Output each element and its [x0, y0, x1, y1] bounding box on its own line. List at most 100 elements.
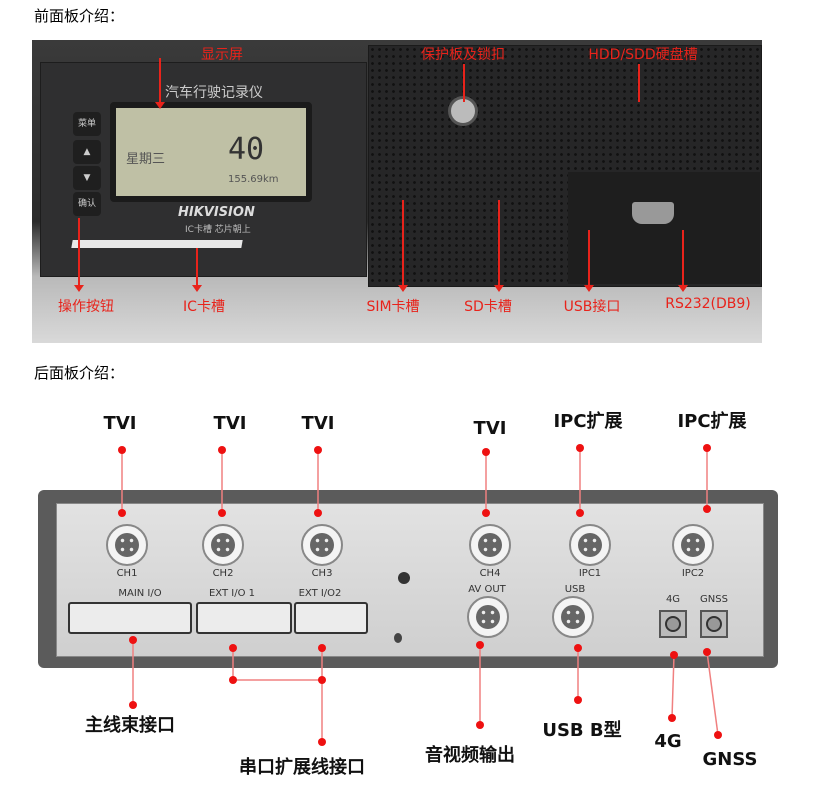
label-av-output: 音视频输出 — [425, 745, 515, 766]
callout-dot — [118, 446, 126, 454]
callout-dot — [129, 701, 137, 709]
label-rs232: RS232(DB9) — [665, 296, 751, 312]
ch4-connector — [469, 524, 511, 566]
callout-dot — [574, 644, 582, 652]
screw — [394, 633, 402, 643]
callout-dot — [314, 446, 322, 454]
label-sd: SD卡槽 — [464, 299, 512, 315]
lcd-display: 星期三 40 155.69km — [110, 102, 312, 202]
db9-port — [632, 202, 674, 224]
label-4g: 4G — [654, 731, 682, 752]
label-gnss: GNSS — [702, 749, 758, 770]
label-tvi-3: TVI — [301, 413, 335, 434]
brand-logo: HIKVISION — [178, 205, 255, 220]
label-display: 显示屏 — [201, 47, 243, 63]
label-ic: IC卡槽 — [183, 299, 225, 315]
callout-dot — [318, 676, 326, 684]
callout-dot — [482, 448, 490, 456]
label-usb-b: USB B型 — [542, 720, 622, 741]
label-ipc-ext-2: IPC扩展 — [677, 411, 747, 432]
callout-dot — [229, 644, 237, 652]
antenna-label-4g: 4G — [665, 594, 681, 605]
port-label-ch3: CH3 — [311, 568, 333, 579]
io-label-ext2: EXT I/O2 — [298, 588, 342, 599]
label-serial-ext: 串口扩展线接口 — [239, 757, 365, 778]
front-panel-heading: 前面板介绍： — [34, 7, 125, 25]
arrow — [494, 200, 504, 292]
down-button[interactable]: ▼ — [73, 166, 101, 190]
ch3-connector — [301, 524, 343, 566]
up-button[interactable]: ▲ — [73, 140, 101, 164]
main-io-port — [68, 602, 192, 634]
callout-dot — [318, 644, 326, 652]
callout-dot — [703, 505, 711, 513]
av-out-label: AV OUT — [468, 584, 506, 595]
callout-dot — [714, 731, 722, 739]
screw — [398, 572, 410, 584]
callout-dot — [314, 509, 322, 517]
arrow — [74, 218, 84, 292]
callout-dot — [576, 444, 584, 452]
callout-dot — [129, 636, 137, 644]
card-note: IC卡槽 芯片朝上 — [185, 225, 251, 235]
arrow — [678, 230, 688, 292]
label-lock: 保护板及锁扣 — [421, 47, 505, 63]
menu-button[interactable]: 菜单 — [73, 112, 101, 136]
gnss-antenna-port — [700, 610, 728, 638]
arrow — [398, 200, 408, 292]
lcd-day: 星期三 — [126, 152, 166, 167]
callout-dot — [703, 648, 711, 656]
antenna-label-gnss: GNSS — [700, 594, 728, 605]
confirm-button[interactable]: 确认 — [73, 192, 101, 216]
arrow — [638, 64, 640, 102]
callout-dot — [218, 446, 226, 454]
ipc2-connector — [672, 524, 714, 566]
label-main-harness: 主线束接口 — [85, 715, 175, 736]
label-hdd: HDD/SDD硬盘槽 — [588, 47, 698, 63]
ext-io1-port — [196, 602, 292, 634]
label-buttons: 操作按钮 — [58, 299, 114, 315]
callout-dot — [229, 676, 237, 684]
callout-dot — [218, 509, 226, 517]
rear-panel-heading: 后面板介绍： — [34, 364, 125, 382]
ipc1-connector — [569, 524, 611, 566]
port-label-ipc2: IPC2 — [681, 568, 705, 579]
callout-dot — [476, 641, 484, 649]
callout-dot — [576, 509, 584, 517]
label-sim: SIM卡槽 — [366, 299, 420, 315]
callout-dot — [703, 444, 711, 452]
ch2-connector — [202, 524, 244, 566]
callout-dot — [668, 714, 676, 722]
callout-dot — [482, 509, 490, 517]
label-tvi-2: TVI — [213, 413, 247, 434]
arrow — [155, 58, 165, 109]
callout-dot — [318, 738, 326, 746]
usb-label: USB — [564, 584, 586, 595]
callout-dot — [670, 651, 678, 659]
io-label-ext1: EXT I/O 1 — [208, 588, 256, 599]
callout-dot — [118, 509, 126, 517]
ext-io2-port — [294, 602, 368, 634]
port-label-ipc1: IPC1 — [578, 568, 602, 579]
lcd-speed: 40 — [228, 132, 265, 167]
ch1-connector — [106, 524, 148, 566]
port-label-ch1: CH1 — [116, 568, 138, 579]
label-ipc-ext-1: IPC扩展 — [553, 411, 623, 432]
port-label-ch2: CH2 — [212, 568, 234, 579]
port-label-ch4: CH4 — [479, 568, 501, 579]
label-usb: USB接口 — [563, 299, 621, 315]
arrow — [584, 230, 594, 292]
arrow — [463, 64, 465, 102]
arrow — [192, 248, 202, 292]
callout-dot — [574, 696, 582, 704]
av-out-connector — [467, 596, 509, 638]
port-bay — [568, 172, 760, 284]
lcd-odometer: 155.69km — [228, 174, 279, 185]
callout-dot — [476, 721, 484, 729]
device-title: 汽车行驶记录仪 — [165, 85, 263, 101]
4g-antenna-port — [659, 610, 687, 638]
io-label-main: MAIN I/O — [118, 588, 162, 599]
label-tvi-1: TVI — [103, 413, 137, 434]
